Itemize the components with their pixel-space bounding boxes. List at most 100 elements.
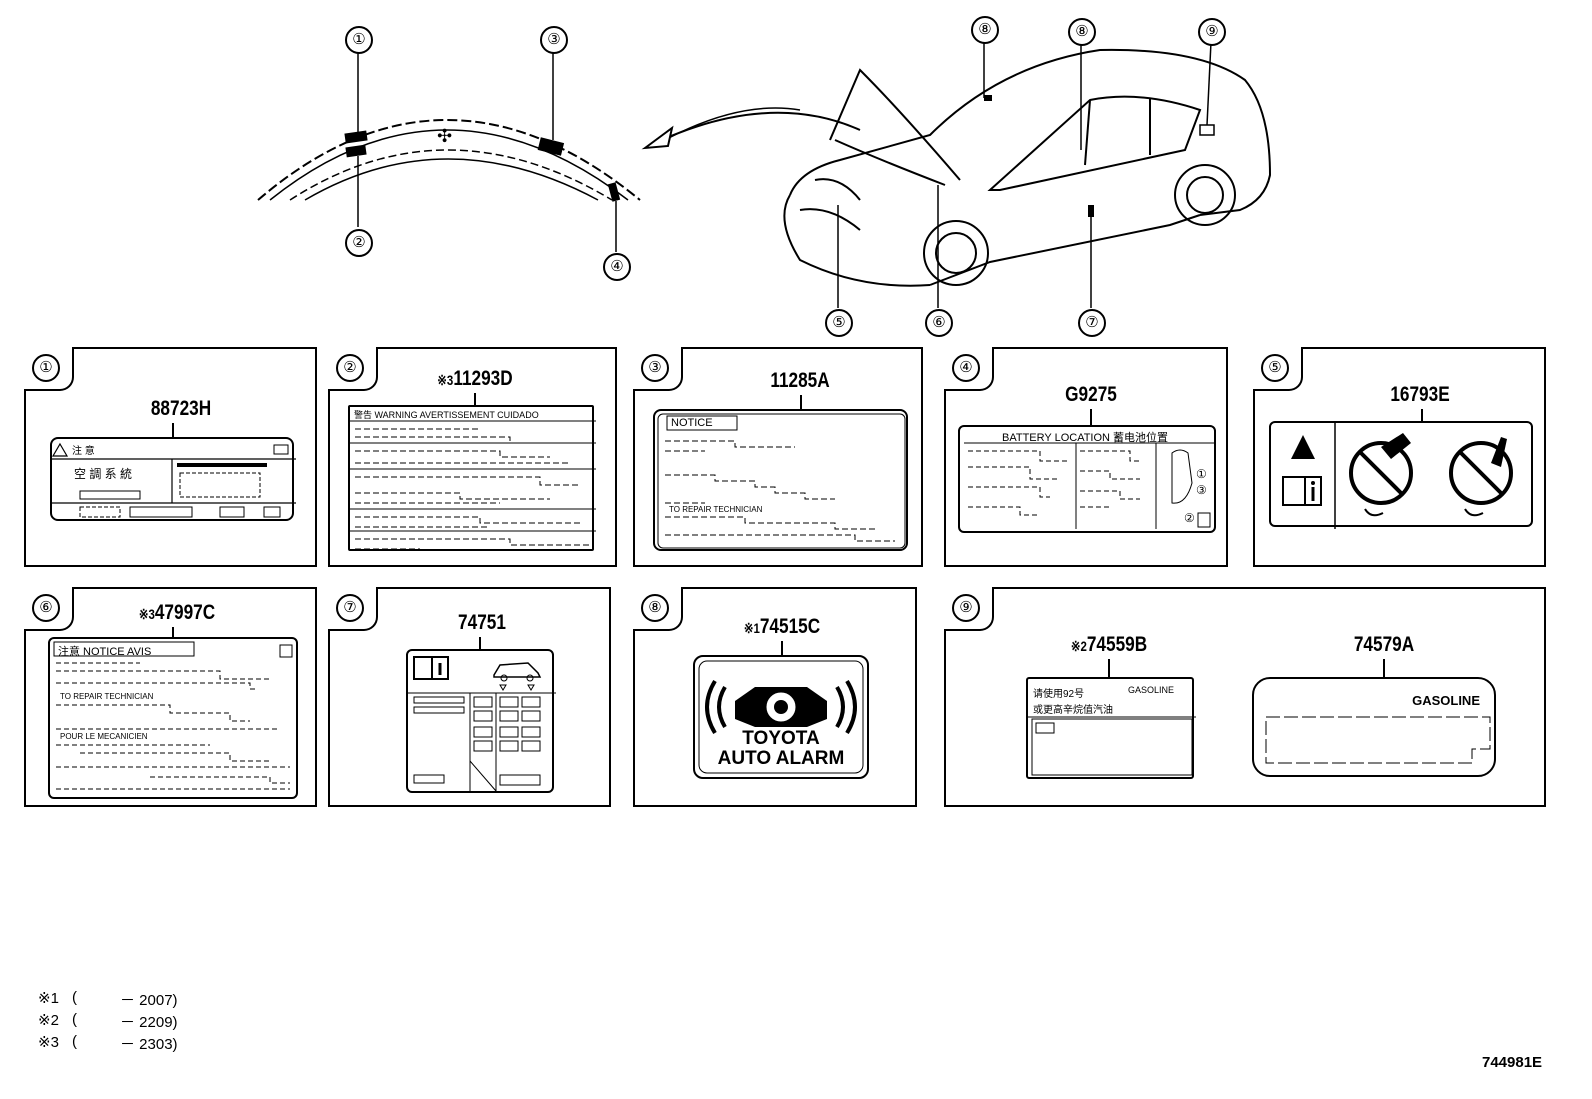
footnote-mark: ※3 xyxy=(437,372,454,388)
repair-tech-text: TO REPAIR TECHNICIAN xyxy=(60,692,154,701)
footnote-range: － 2303) xyxy=(120,1036,178,1053)
callout-5: ⑤ xyxy=(825,309,853,337)
callout-4: ④ xyxy=(603,253,631,281)
panel-number: ⑨ xyxy=(952,594,980,622)
panel-tab: ⑨ xyxy=(944,587,994,631)
caution-title: 注 意 xyxy=(72,446,95,457)
part-number: 74751 xyxy=(458,611,506,634)
label-88723H: 注 意 空 調 系 統 xyxy=(50,437,296,521)
footnote-open: ( xyxy=(72,989,77,1006)
footnote-range: － 2007) xyxy=(120,992,178,1009)
callout-6: ⑥ xyxy=(925,309,953,337)
footnote-mark: ※2 xyxy=(1070,638,1087,654)
loc-2: ② xyxy=(1184,511,1195,525)
callout-9: ⑨ xyxy=(1198,18,1226,46)
callout-1: ① xyxy=(345,26,373,54)
ac-system-text: 空 調 系 統 xyxy=(74,467,133,481)
part-number: ※274559B xyxy=(1056,633,1163,657)
panel-tab: ④ xyxy=(944,347,994,391)
notice-header: NOTICE xyxy=(671,417,713,429)
diagram-code: 744981E xyxy=(1482,1054,1543,1071)
loc-1: ① xyxy=(1196,467,1207,481)
label-panel-1: ① 88723H 注 意 空 調 系 統 xyxy=(24,347,317,567)
part-number: 11285A xyxy=(770,369,830,392)
label-panel-4: ④ G9275 BATTERY LOCATION 蓄电池位置 ① ③ ② xyxy=(944,347,1228,567)
gasoline-text: GASOLINE xyxy=(1412,693,1480,708)
panel-number: ③ xyxy=(641,354,669,382)
part-number-text: 74515C xyxy=(759,615,821,638)
label-11285A: NOTICE TO REPAIR TECHNICIAN xyxy=(653,409,908,551)
footnote-range: － 2209) xyxy=(120,1014,178,1031)
part-number-text: 11293D xyxy=(453,367,513,390)
gasoline-text-small: GASOLINE xyxy=(1128,685,1175,695)
part-number: 16793E xyxy=(1390,383,1450,406)
panel-number: ① xyxy=(32,354,60,382)
panel-number: ④ xyxy=(952,354,980,382)
footnote-mark: ※2 xyxy=(38,1012,59,1029)
panel-number: ⑤ xyxy=(1261,354,1289,382)
panel-tab: ⑤ xyxy=(1253,347,1303,391)
part-number: G9275 xyxy=(1065,383,1117,406)
mechanic-text: POUR LE MECANICIEN xyxy=(60,732,148,741)
label-16793E xyxy=(1269,421,1533,529)
leader-line xyxy=(172,423,174,439)
panel-tab: ③ xyxy=(633,347,683,391)
label-11293D: 警告 WARNING AVERTISSEMENT CUIDADO xyxy=(348,405,596,551)
callout-7: ⑦ xyxy=(1078,309,1106,337)
battery-location-title: BATTERY LOCATION 蓄电池位置 xyxy=(1002,432,1169,444)
leader-line xyxy=(474,393,476,407)
label-panel-5: ⑤ 16793E xyxy=(1253,347,1546,567)
svg-text:✣: ✣ xyxy=(437,126,452,147)
label-74515C: TOYOTA AUTO ALARM xyxy=(693,655,869,779)
callout-8b: ⑧ xyxy=(1068,18,1096,46)
footnote-mark: ※1 xyxy=(38,990,59,1007)
panel-number: ⑥ xyxy=(32,594,60,622)
callout-8a: ⑧ xyxy=(971,16,999,44)
panel-tab: ⑥ xyxy=(24,587,74,631)
part-number: ※347997C xyxy=(124,601,231,625)
leader-line xyxy=(800,395,802,411)
panel-tab: ① xyxy=(24,347,74,391)
footnote-mark: ※1 xyxy=(743,620,760,636)
notice-header: 注意 NOTICE AVIS xyxy=(58,646,152,658)
panel-tab: ② xyxy=(328,347,378,391)
octane-text: 或更高辛烷值汽油 xyxy=(1033,705,1113,716)
label-panel-3: ③ 11285A NOTICE TO REPAIR TECHNICIAN xyxy=(633,347,923,567)
part-number-text: 74559B xyxy=(1086,633,1148,656)
footnote-open: ( xyxy=(72,1011,77,1028)
callout-2: ② xyxy=(345,229,373,257)
footnote-mark: ※3 xyxy=(38,1034,59,1051)
part-number-text: 47997C xyxy=(154,601,216,624)
label-74559B: 请使用92号 GASOLINE 或更高辛烷值汽油 xyxy=(1026,677,1196,779)
label-47997C: 注意 NOTICE AVIS TO REPAIR TECHNICIAN POUR… xyxy=(48,637,298,799)
label-74579A: GASOLINE xyxy=(1252,677,1496,777)
auto-alarm-text: AUTO ALARM xyxy=(717,748,845,769)
callout-3: ③ xyxy=(540,26,568,54)
label-74751 xyxy=(406,649,556,793)
label-panel-7: ⑦ 74751 xyxy=(328,587,611,807)
leader-line xyxy=(1421,409,1423,423)
leader-line xyxy=(479,637,481,651)
loc-3: ③ xyxy=(1196,483,1207,497)
label-G9275: BATTERY LOCATION 蓄电池位置 ① ③ ② xyxy=(958,425,1216,533)
leader-line xyxy=(781,641,783,657)
label-panel-6: ⑥ ※347997C 注意 NOTICE AVIS TO REPAIR TECH… xyxy=(24,587,317,807)
part-number: ※174515C xyxy=(729,615,836,639)
toyota-text: TOYOTA xyxy=(742,728,820,749)
part-number: 88723H xyxy=(150,397,212,420)
repair-tech-text: TO REPAIR TECHNICIAN xyxy=(669,505,763,514)
panel-tab: ⑦ xyxy=(328,587,378,631)
leader-line xyxy=(172,627,174,639)
leader-line-2 xyxy=(1383,659,1385,679)
part-number: ※311293D xyxy=(422,367,529,391)
panel-number: ⑦ xyxy=(336,594,364,622)
label-panel-9: ⑨ ※274559B 请使用92号 GASOLINE 或更高辛烷值汽油 7457… xyxy=(944,587,1546,807)
label-panel-2: ② ※311293D 警告 WARNING AVERTISSEMENT CUID… xyxy=(328,347,617,567)
panel-number: ⑧ xyxy=(641,594,669,622)
part-number-2: 74579A xyxy=(1353,633,1415,656)
footnote-open: ( xyxy=(72,1033,77,1050)
label-panel-8: ⑧ ※174515C TOYOTA AUTO ALARM xyxy=(633,587,917,807)
footnote-mark: ※3 xyxy=(138,606,155,622)
fuel-grade-text: 请使用92号 xyxy=(1033,689,1085,700)
panel-number: ② xyxy=(336,354,364,382)
